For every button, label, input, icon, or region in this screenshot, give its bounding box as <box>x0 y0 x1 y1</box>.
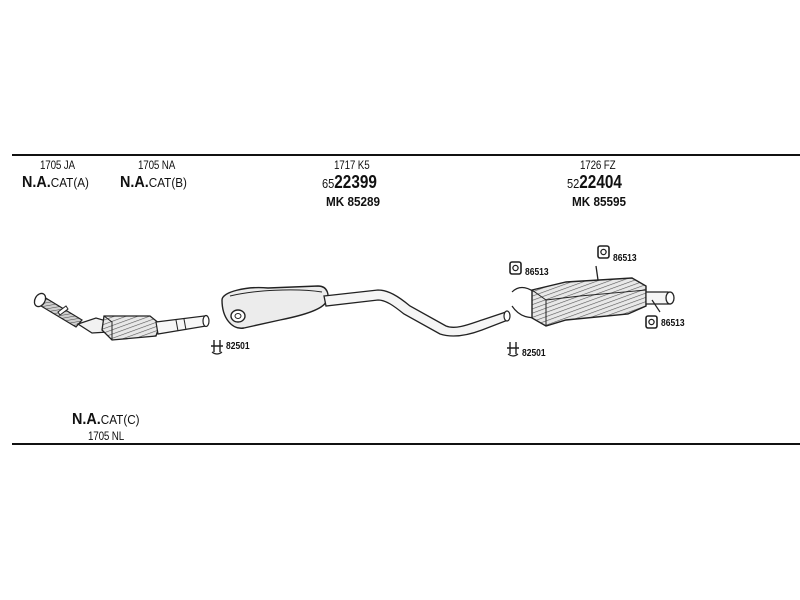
cat-c-label: N.A.CAT(C) <box>72 412 140 428</box>
rear-muffler <box>511 265 675 327</box>
middle-muffler-code: 1717 K5 <box>334 158 370 172</box>
middle-muffler-prefix: 65 <box>322 176 335 191</box>
cat-b-code: 1705 NA <box>138 158 176 172</box>
clamp-left-icon <box>211 340 223 355</box>
middle-muffler <box>221 285 511 337</box>
middle-muffler-mk: MK 85289 <box>326 194 380 209</box>
clamp-left-label: 82501 <box>226 341 250 352</box>
cat-a-code: 1705 JA <box>40 158 75 172</box>
middle-muffler-number: 6522399 <box>322 172 377 192</box>
rubber-top-label: 86513 <box>613 253 637 264</box>
rear-muffler-number: 5222404 <box>567 172 622 192</box>
cat-b-cat: CAT(B) <box>148 175 187 190</box>
rubber-mount-left-icon <box>509 261 522 275</box>
cat-b-label: N.A.CAT(B) <box>120 175 187 191</box>
catalytic-converter-assembly <box>33 292 210 341</box>
bottom-divider <box>12 443 800 445</box>
rear-muffler-mk: MK 85595 <box>572 194 626 209</box>
cat-c-cat: CAT(C) <box>100 412 140 427</box>
rubber-right-label: 86513 <box>661 318 685 329</box>
cat-c-code: 1705 NL <box>88 429 125 443</box>
cat-a-label: N.A.CAT(A) <box>22 175 89 191</box>
rubber-left-label: 86513 <box>525 267 549 278</box>
cat-c-na: N.A. <box>72 411 101 428</box>
cat-b-na: N.A. <box>120 174 149 191</box>
rear-muffler-prefix: 52 <box>567 176 580 191</box>
cat-a-cat: CAT(A) <box>50 175 89 190</box>
clamp-right-icon <box>507 342 519 357</box>
rubber-mount-top-icon <box>597 245 610 259</box>
rear-muffler-main: 22404 <box>579 172 622 192</box>
top-divider <box>12 154 800 156</box>
rear-muffler-code: 1726 FZ <box>580 158 616 172</box>
cat-a-na: N.A. <box>22 174 51 191</box>
clamp-right-label: 82501 <box>522 348 546 359</box>
rubber-mount-right-icon <box>645 315 658 329</box>
middle-muffler-main: 22399 <box>334 172 377 192</box>
